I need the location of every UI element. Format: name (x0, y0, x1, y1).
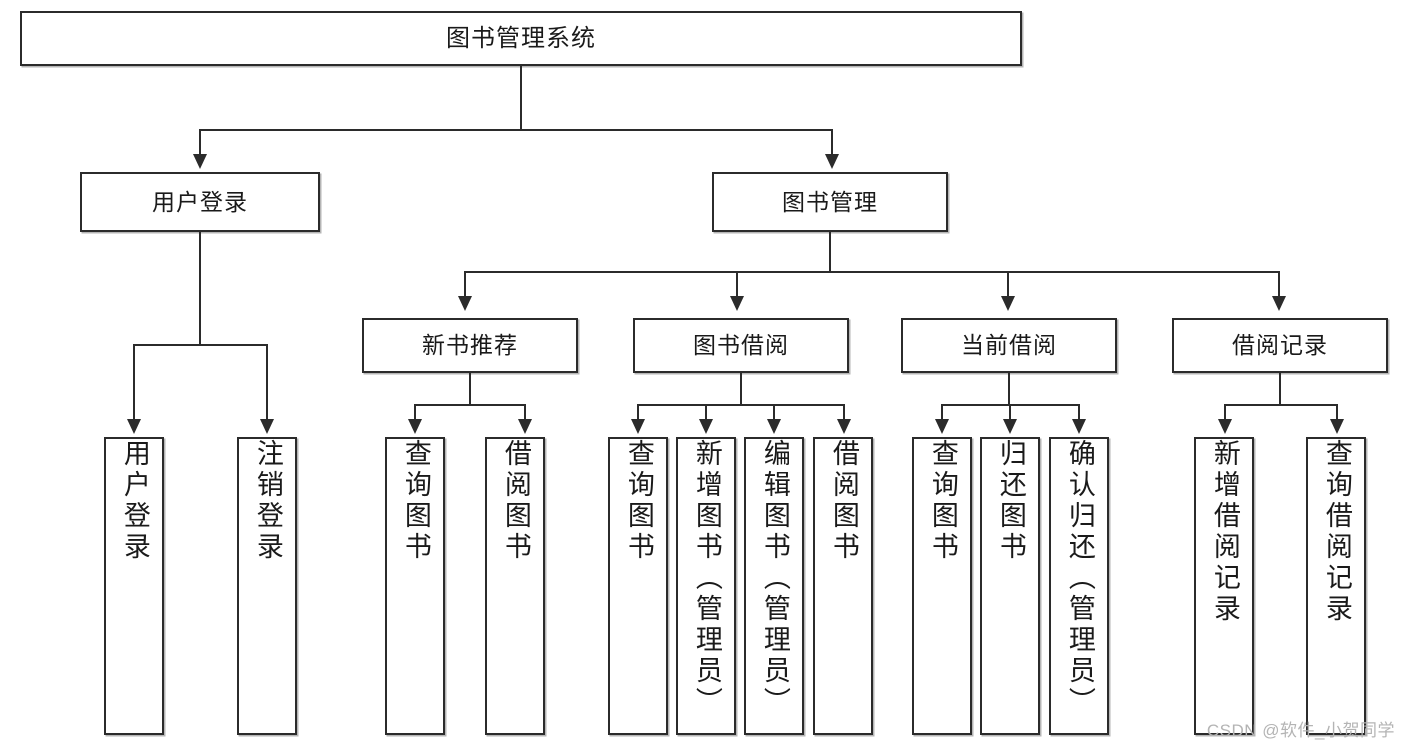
arrowhead-book-manage (825, 154, 839, 169)
leaf-cb-confirm-return[interactable]: 确认归还（管理员） (1049, 437, 1109, 735)
connector-user-login-bus (133, 344, 268, 346)
connector-root-stem (520, 66, 522, 130)
leaf-bb-borrow-book[interactable]: 借阅图书 (813, 437, 873, 735)
connector-to-leaf-login-user (133, 344, 135, 421)
arrowhead-user-login (193, 154, 207, 169)
node-label: 查询图书 (623, 439, 654, 563)
connector-book-manage-bus (464, 271, 1280, 273)
arrowhead-leaf-br-add-record (1218, 419, 1232, 434)
node-borrow-record[interactable]: 借阅记录 (1172, 318, 1388, 373)
node-label: 借阅记录 (1232, 332, 1328, 358)
arrowhead-leaf-bb-add-book (699, 419, 713, 434)
node-root-book-management-system[interactable]: 图书管理系统 (20, 11, 1022, 66)
node-label: 确认归还（管理员） (1064, 439, 1095, 718)
connector-to-leaf-cb-query-book (941, 404, 943, 421)
arrowhead-leaf-bb-query-book (631, 419, 645, 434)
connector-borrow-record-bus (1224, 404, 1338, 406)
connector-to-book-borrow (736, 271, 738, 298)
connector-book-manage-stem (829, 232, 831, 272)
node-label: 用户登录 (152, 188, 248, 215)
leaf-cb-return-book[interactable]: 归还图书 (980, 437, 1040, 735)
leaf-br-query-record[interactable]: 查询借阅记录 (1306, 437, 1366, 735)
connector-current-borrow-stem (1008, 373, 1010, 405)
leaf-rec-borrow-book[interactable]: 借阅图书 (485, 437, 545, 735)
connector-to-leaf-bb-edit-book (773, 404, 775, 421)
node-label: 新书推荐 (422, 332, 518, 358)
connector-new-book-rec-bus (414, 404, 526, 406)
leaf-br-add-record[interactable]: 新增借阅记录 (1194, 437, 1254, 735)
connector-borrow-record-stem (1279, 373, 1281, 405)
node-label: 当前借阅 (961, 332, 1057, 358)
node-label: 图书借阅 (693, 332, 789, 358)
node-label: 图书管理 (782, 188, 878, 215)
arrowhead-leaf-br-query-record (1330, 419, 1344, 434)
connector-root-to-user-login (199, 129, 201, 156)
connector-to-leaf-rec-borrow-book (524, 404, 526, 421)
node-label: 新增借阅记录 (1209, 439, 1240, 625)
node-label: 注销登录 (252, 439, 283, 563)
connector-root-to-book-manage (831, 129, 833, 156)
node-label: 用户登录 (119, 439, 150, 563)
connector-to-current-borrow (1007, 271, 1009, 298)
connector-to-leaf-cb-confirm-return (1078, 404, 1080, 421)
node-label: 借阅图书 (828, 439, 859, 563)
leaf-bb-query-book[interactable]: 查询图书 (608, 437, 668, 735)
node-current-borrow[interactable]: 当前借阅 (901, 318, 1117, 373)
connector-to-borrow-record (1278, 271, 1280, 298)
node-label: 归还图书 (995, 439, 1026, 563)
leaf-rec-query-book[interactable]: 查询图书 (385, 437, 445, 735)
leaf-logout-user[interactable]: 注销登录 (237, 437, 297, 735)
leaf-bb-add-book[interactable]: 新增图书（管理员） (676, 437, 736, 735)
connector-to-new-book-rec (464, 271, 466, 298)
connector-to-leaf-br-add-record (1224, 404, 1226, 421)
arrowhead-leaf-cb-return-book (1003, 419, 1017, 434)
arrowhead-leaf-login-user (127, 419, 141, 434)
leaf-cb-query-book[interactable]: 查询图书 (912, 437, 972, 735)
node-label: 查询图书 (400, 439, 431, 563)
connector-to-leaf-bb-add-book (705, 404, 707, 421)
connector-to-leaf-bb-borrow-book (843, 404, 845, 421)
node-user-login[interactable]: 用户登录 (80, 172, 320, 232)
arrowhead-leaf-rec-query-book (408, 419, 422, 434)
node-label: 查询图书 (927, 439, 958, 563)
connector-to-leaf-cb-return-book (1009, 404, 1011, 421)
node-new-book-recommendation[interactable]: 新书推荐 (362, 318, 578, 373)
arrowhead-leaf-bb-edit-book (767, 419, 781, 434)
arrowhead-new-book-rec (458, 296, 472, 311)
arrowhead-leaf-bb-borrow-book (837, 419, 851, 434)
node-book-management[interactable]: 图书管理 (712, 172, 948, 232)
leaf-bb-edit-book[interactable]: 编辑图书（管理员） (744, 437, 804, 735)
arrowhead-leaf-cb-query-book (935, 419, 949, 434)
arrowhead-leaf-cb-confirm-return (1072, 419, 1086, 434)
leaf-login-user[interactable]: 用户登录 (104, 437, 164, 735)
connector-book-borrow-stem (740, 373, 742, 405)
connector-root-bus (199, 129, 833, 131)
node-label: 图书管理系统 (446, 24, 596, 52)
arrowhead-book-borrow (730, 296, 744, 311)
arrowhead-leaf-logout-user (260, 419, 274, 434)
connector-to-leaf-rec-query-book (414, 404, 416, 421)
connector-to-leaf-logout-user (266, 344, 268, 421)
node-label: 借阅图书 (500, 439, 531, 563)
connector-book-borrow-bus (637, 404, 845, 406)
node-label: 查询借阅记录 (1321, 439, 1352, 625)
arrowhead-borrow-record (1272, 296, 1286, 311)
connector-user-login-stem (199, 232, 201, 345)
node-book-borrow[interactable]: 图书借阅 (633, 318, 849, 373)
node-label: 新增图书（管理员） (691, 439, 722, 718)
arrowhead-current-borrow (1001, 296, 1015, 311)
node-label: 编辑图书（管理员） (759, 439, 790, 718)
arrowhead-leaf-rec-borrow-book (518, 419, 532, 434)
connector-new-book-rec-stem (469, 373, 471, 405)
connector-to-leaf-br-query-record (1336, 404, 1338, 421)
connector-to-leaf-bb-query-book (637, 404, 639, 421)
